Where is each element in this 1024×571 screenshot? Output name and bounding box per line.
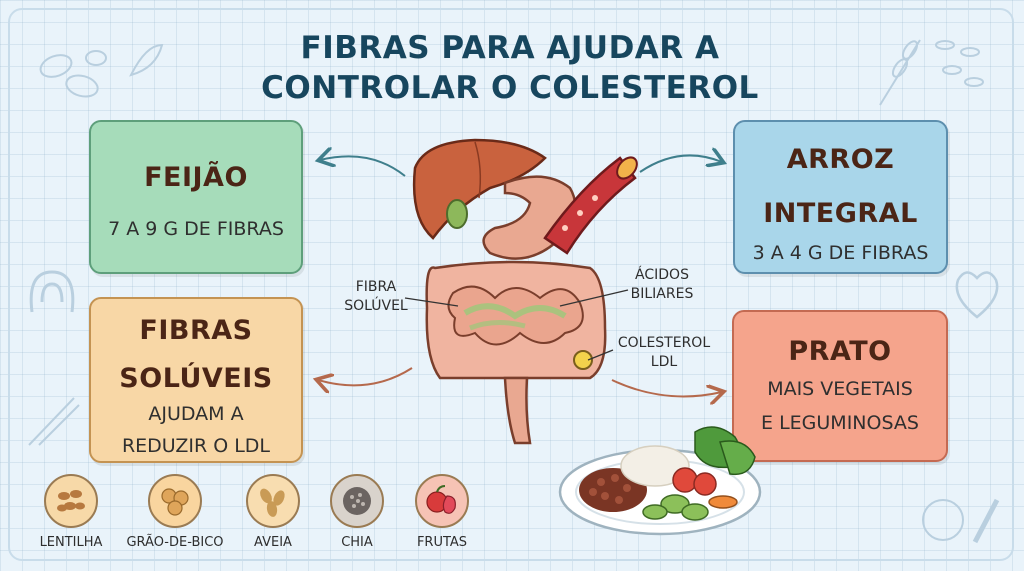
vegetable-sketch-icon bbox=[922, 498, 1000, 544]
card-arroz-title-line-2: INTEGRAL bbox=[763, 198, 918, 229]
food-label-aveia: AVEIA bbox=[254, 535, 292, 550]
card-prato-title: PRATO bbox=[788, 336, 892, 367]
page-title: FIBRAS PARA AJUDAR A CONTROLAR O COLESTE… bbox=[250, 28, 770, 108]
arrow-to-feijao bbox=[320, 156, 406, 177]
card-arroz-integral: ARROZ INTEGRAL 3 A 4 G DE FIBRAS bbox=[733, 120, 948, 274]
title-line-2: CONTROLAR O COLESTEROL bbox=[261, 70, 759, 106]
card-prato: PRATO MAIS VEGETAIS E LEGUMINOSAS bbox=[732, 310, 948, 462]
food-item-frutas: FRUTAS bbox=[393, 474, 491, 552]
title-line-1: FIBRAS PARA AJUDAR A bbox=[300, 30, 720, 66]
arrow-to-fibras bbox=[318, 367, 413, 385]
card-prato-subtitle-line-2: E LEGUMINOSAS bbox=[761, 412, 919, 434]
wheat-sketch-icon bbox=[879, 39, 921, 106]
card-fibras-title-line-2: SOLÚVEIS bbox=[119, 363, 273, 394]
card-feijao-title: FEIJÃO bbox=[144, 162, 248, 193]
intestine-sketch-icon bbox=[29, 270, 75, 313]
label-fibra-soluvel: FIBRA SOLÚVEL bbox=[336, 278, 416, 316]
plate-illustration bbox=[558, 426, 762, 536]
label-acidos-line-2: BILIARES bbox=[630, 286, 694, 302]
card-arroz-subtitle: 3 A 4 G DE FIBRAS bbox=[752, 242, 929, 264]
label-fibra-line-1: FIBRA bbox=[355, 279, 397, 295]
label-colesterol-line-2: LDL bbox=[650, 354, 678, 370]
label-fibra-line-2: SOLÚVEL bbox=[344, 298, 408, 314]
card-feijao: FEIJÃO 7 A 9 G DE FIBRAS bbox=[89, 120, 303, 274]
leaf-sketch-icon bbox=[129, 43, 164, 77]
wheat-sketch-icon-2 bbox=[28, 397, 80, 446]
food-label-grao-de-bico: GRÃO-DE-BICO bbox=[126, 535, 224, 550]
label-acidos-line-1: ÁCIDOS bbox=[635, 267, 689, 283]
heart-sketch-icon bbox=[955, 271, 999, 319]
fruit-icon bbox=[415, 474, 469, 528]
food-label-frutas: FRUTAS bbox=[416, 535, 468, 550]
card-prato-subtitle-line-1: MAIS VEGETAIS bbox=[767, 378, 913, 400]
label-colesterol-ldl: COLESTEROL LDL bbox=[608, 334, 720, 372]
oat-icon bbox=[246, 474, 300, 528]
grain-sketch-icon bbox=[935, 40, 984, 87]
card-feijao-subtitle: 7 A 9 G DE FIBRAS bbox=[108, 218, 284, 240]
bean-sketch-icon bbox=[39, 50, 107, 98]
card-fibras-subtitle-line-2: REDUZIR O LDL bbox=[121, 435, 271, 457]
label-colesterol-line-1: COLESTEROL bbox=[617, 335, 711, 351]
food-item-lentilha: LENTILHA bbox=[22, 474, 120, 552]
food-label-lentilha: LENTILHA bbox=[39, 535, 103, 550]
chickpea-icon bbox=[148, 474, 202, 528]
chia-icon bbox=[330, 474, 384, 528]
food-item-grao-de-bico: GRÃO-DE-BICO bbox=[126, 474, 224, 552]
food-label-chia: CHIA bbox=[341, 535, 373, 550]
arrow-to-prato bbox=[611, 379, 722, 396]
lentil-icon bbox=[44, 474, 98, 528]
arrow-to-arroz bbox=[639, 155, 722, 173]
digestive-system-illustration bbox=[412, 138, 638, 445]
label-acidos-biliares: ÁCIDOS BILIARES bbox=[620, 266, 704, 304]
card-arroz-title-line-1: ARROZ bbox=[786, 144, 895, 175]
card-fibras-subtitle-line-1: AJUDAM A bbox=[148, 403, 244, 425]
card-fibras-title-line-1: FIBRAS bbox=[139, 315, 253, 346]
food-item-aveia: AVEIA bbox=[224, 474, 322, 552]
food-item-chia: CHIA bbox=[308, 474, 406, 552]
card-fibras-soluveis: FIBRAS SOLÚVEIS AJUDAM A REDUZIR O LDL bbox=[89, 297, 303, 463]
page-frame bbox=[8, 8, 1014, 561]
